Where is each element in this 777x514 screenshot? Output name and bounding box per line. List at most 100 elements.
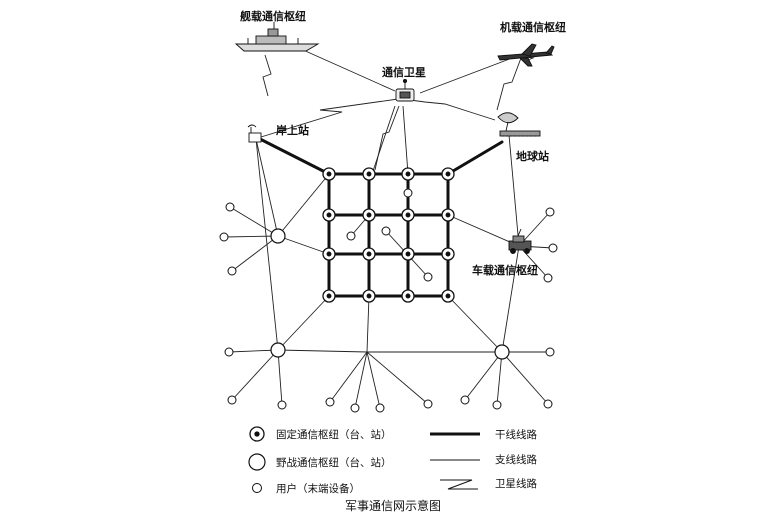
branch-line xyxy=(229,206,279,237)
figure-caption: 军事通信网示意图 xyxy=(345,498,441,513)
user-node xyxy=(492,400,502,410)
branch-line xyxy=(277,349,368,353)
user-node xyxy=(346,231,356,241)
branch-line xyxy=(354,351,368,409)
trunk-lines xyxy=(258,137,504,298)
ship-icon xyxy=(234,22,320,52)
shore-station-icon xyxy=(247,124,262,143)
user-node xyxy=(460,395,470,405)
legend-fixed-node-label: 固定通信枢纽（台、站） xyxy=(276,428,392,441)
trunk-line xyxy=(258,137,331,176)
user-node xyxy=(225,202,235,212)
satellite-link xyxy=(496,57,522,111)
branch-line xyxy=(496,351,503,406)
satellite-icon xyxy=(395,78,415,102)
user-node xyxy=(423,399,433,409)
aircraft-icon xyxy=(497,43,555,67)
earth-station-label: 地球站 xyxy=(516,149,549,163)
branch-line xyxy=(277,295,330,351)
user-node xyxy=(227,395,237,405)
fixed-node xyxy=(362,247,376,261)
fixed-node xyxy=(441,289,455,303)
branch-line xyxy=(231,349,279,401)
branch-lines xyxy=(223,134,554,409)
user-node xyxy=(325,397,335,407)
aircraft-label: 机载通信枢纽 xyxy=(500,20,566,34)
branch-line xyxy=(255,138,279,237)
user-node xyxy=(548,243,558,253)
fixed-nodes xyxy=(322,167,455,303)
branch-line xyxy=(277,349,283,406)
branch-line xyxy=(518,245,549,279)
user-node xyxy=(277,400,287,410)
satellite-label: 通信卫星 xyxy=(382,65,426,79)
vehicle-label: 车载通信枢纽 xyxy=(472,263,538,277)
branch-line xyxy=(447,214,520,247)
satellite-link xyxy=(409,99,496,121)
legend-branch-label: 支线线路 xyxy=(495,453,537,466)
trunk-line xyxy=(446,140,504,176)
shore-station-label: 岸上站 xyxy=(276,123,309,137)
user-node xyxy=(350,403,360,413)
fixed-node xyxy=(322,167,336,181)
legend-satellite-label: 卫星线路 xyxy=(495,477,537,490)
branch-line xyxy=(329,351,368,403)
branch-line xyxy=(277,235,330,255)
user-node xyxy=(545,347,555,357)
field-node xyxy=(494,344,510,360)
fixed-node xyxy=(401,247,415,261)
satellite-link xyxy=(291,44,396,92)
branch-line xyxy=(366,295,370,353)
satellite-link xyxy=(260,98,399,138)
legend-user-symbol xyxy=(252,483,262,493)
satellite-links xyxy=(260,44,535,175)
satellite-link xyxy=(262,54,272,97)
branch-line xyxy=(501,351,549,405)
user-node xyxy=(543,399,553,409)
fixed-node xyxy=(322,289,336,303)
user-node xyxy=(219,232,229,242)
field-node xyxy=(270,342,286,358)
branch-line xyxy=(366,351,381,409)
field-node xyxy=(270,228,286,244)
branch-line xyxy=(508,134,520,247)
branch-line xyxy=(223,235,279,238)
user-node xyxy=(403,188,413,198)
branch-line xyxy=(366,351,429,405)
legend: 固定通信枢纽（台、站） 野战通信枢纽（台、站） 用户（末端设备） 干线线路 支线… xyxy=(248,426,537,495)
fixed-node xyxy=(441,247,455,261)
satellite-link xyxy=(402,105,409,175)
branch-line xyxy=(501,245,520,353)
fixed-node xyxy=(441,167,455,181)
ship-label: 舰载通信枢纽 xyxy=(240,9,306,23)
branch-line xyxy=(231,235,279,272)
vehicle-icon xyxy=(508,228,532,254)
user-nodes xyxy=(219,188,558,413)
branch-line xyxy=(464,351,503,401)
legend-fixed-node-symbol xyxy=(249,426,265,442)
satellite-link xyxy=(371,105,396,175)
branch-line xyxy=(277,173,330,237)
user-node xyxy=(545,207,555,217)
user-node xyxy=(227,266,237,276)
user-node xyxy=(423,272,433,282)
fixed-node xyxy=(322,208,336,222)
satellite-link xyxy=(419,54,521,94)
satellite-link xyxy=(374,105,400,171)
user-node xyxy=(375,403,385,413)
user-node xyxy=(543,273,553,283)
fixed-node xyxy=(362,289,376,303)
fixed-node xyxy=(401,167,415,181)
legend-trunk-label: 干线线路 xyxy=(495,428,537,441)
legend-user-label: 用户（末端设备） xyxy=(276,482,360,495)
branch-line xyxy=(255,138,279,351)
legend-field-node-symbol xyxy=(248,453,266,471)
legend-field-node-label: 野战通信枢纽（台、站） xyxy=(276,456,392,469)
branch-line xyxy=(447,295,503,353)
earth-station-icon xyxy=(497,112,541,137)
fixed-node xyxy=(322,247,336,261)
fixed-node xyxy=(441,208,455,222)
branch-line xyxy=(228,349,279,353)
fixed-node xyxy=(401,289,415,303)
